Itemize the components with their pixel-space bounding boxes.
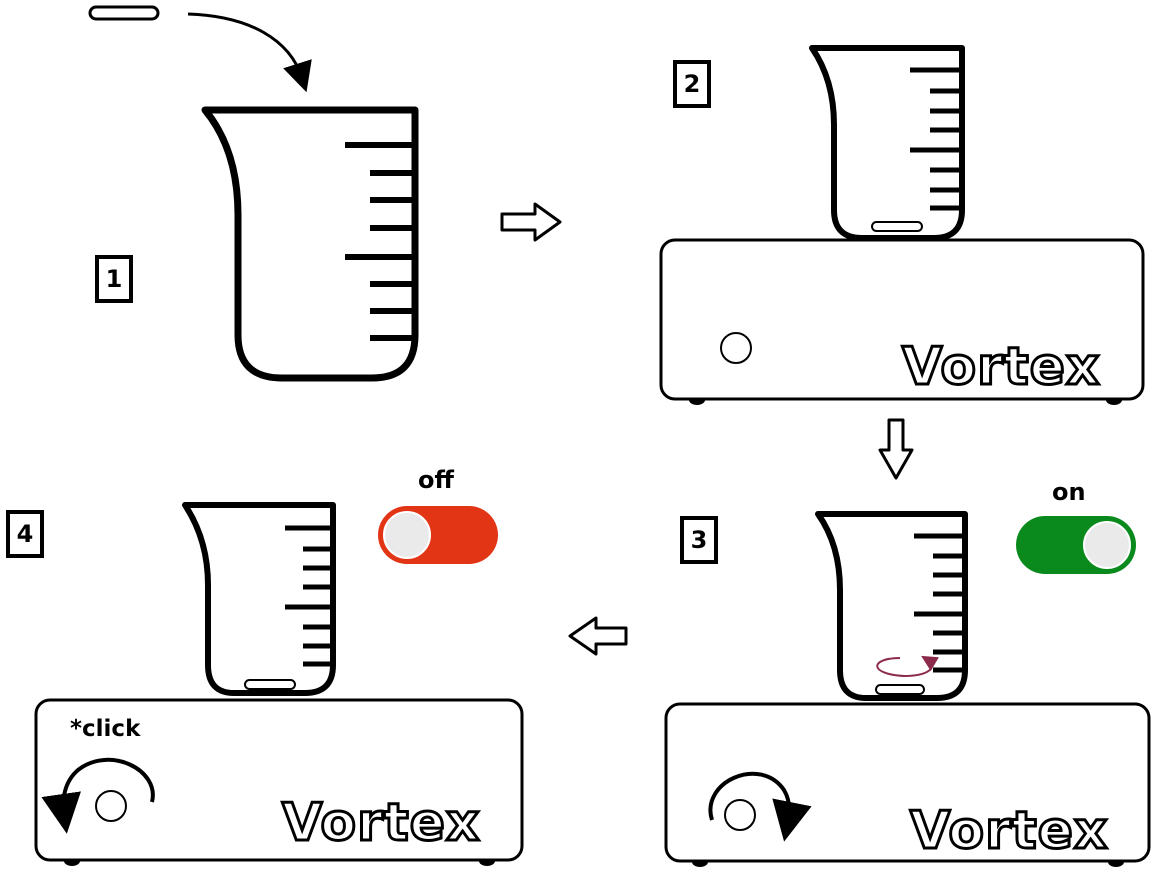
step-number-2: 2 (673, 60, 711, 108)
beaker-step4 (182, 502, 336, 696)
beaker-step3 (815, 511, 968, 701)
large-beaker-graduations (345, 142, 415, 341)
stir-bar-step3 (875, 684, 925, 695)
toggle-off-label: off (418, 466, 454, 494)
step1-illustration (88, 5, 419, 382)
speed-knob (720, 332, 752, 364)
drop-arrow (187, 12, 312, 93)
speed-knob-step4 (95, 790, 127, 822)
power-toggle-off (378, 506, 498, 564)
stir-bar-step4 (244, 679, 296, 690)
step3-illustration: Vortex (664, 511, 1151, 867)
toggle-knob-off (383, 511, 431, 559)
large-beaker (201, 106, 419, 382)
vortex-brand-step4: Vortex (282, 793, 480, 853)
speed-knob-step3 (724, 799, 756, 831)
step-number-1: 1 (95, 255, 133, 303)
beaker-step2 (809, 45, 965, 241)
click-label: *click (70, 716, 141, 742)
arrow-down-2-to-3 (878, 418, 914, 480)
toggle-on-label: on (1052, 478, 1086, 506)
step2-illustration: Vortex (659, 45, 1145, 405)
turn-counterclockwise-arrow (41, 757, 155, 834)
vortex-brand-step3: Vortex (910, 801, 1108, 861)
step4-illustration: Vortex (34, 502, 524, 866)
stirring-arrow (876, 655, 939, 678)
vortex-device-step3: Vortex (664, 702, 1151, 867)
vortex-device-step2: Vortex (659, 238, 1145, 405)
stir-bar-in-beaker (871, 221, 923, 232)
arrow-right-1-to-2 (500, 202, 562, 242)
stir-bar (88, 5, 160, 21)
arrow-left-3-to-4 (568, 616, 628, 656)
vortex-brand-step2: Vortex (902, 337, 1100, 397)
vortex-device-step4: Vortex (34, 698, 524, 866)
power-toggle-on (1016, 516, 1136, 574)
turn-clockwise-arrow (708, 771, 812, 842)
step-number-3: 3 (680, 516, 718, 564)
step-number-4: 4 (6, 510, 44, 558)
toggle-knob-on (1083, 521, 1131, 569)
